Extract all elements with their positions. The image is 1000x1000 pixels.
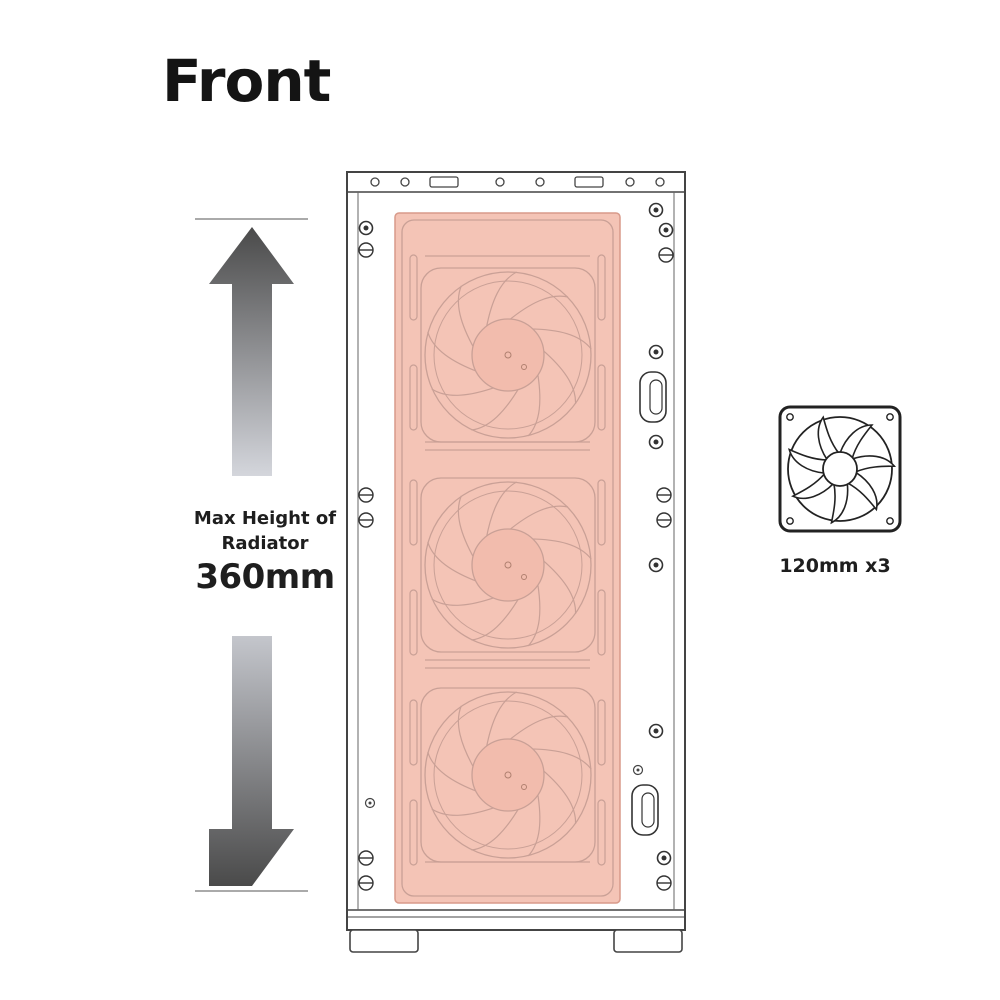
case-front-drawing [346,171,686,953]
down-arrow [209,636,294,886]
fan-caption: 120mm x3 [779,555,891,577]
height-label-line1: Max Height of [193,508,337,529]
height-arrow [195,218,308,892]
left-foot [349,929,419,953]
right-foot [613,929,683,953]
top-rail-holes [370,176,665,188]
fan-icon [778,405,902,533]
diagram-title: Front [162,47,331,115]
height-label: Max Height of Radiator 360mm [160,506,370,598]
height-label-line2: Radiator [221,533,309,554]
up-arrow [209,227,294,476]
height-value: 360mm [195,557,335,597]
